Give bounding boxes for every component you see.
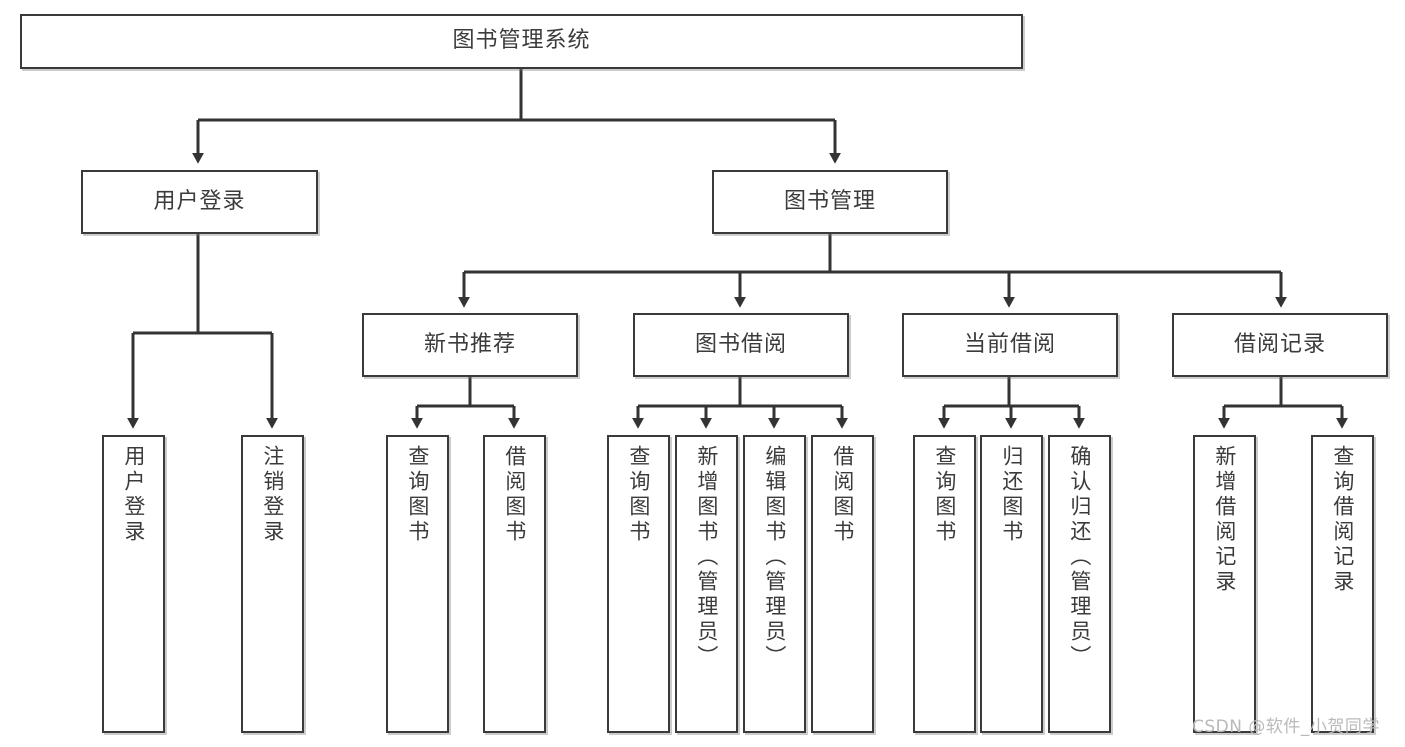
node-new-book-recommend-label: 新书推荐	[423, 331, 516, 357]
leaf-logout[interactable]: 注销登录	[241, 435, 304, 733]
leaf-edit-book-admin[interactable]: 编辑图书（管理员）	[743, 435, 806, 733]
leaf-add-book-admin[interactable]: 新增图书（管理员）	[675, 435, 738, 733]
leaf-edit-book-admin-label: 编辑图书（管理员）	[762, 445, 787, 670]
leaf-borrow-book-recommend-label: 借阅图书	[502, 445, 527, 545]
node-book-borrow[interactable]: 图书借阅	[633, 313, 849, 377]
leaf-return-book[interactable]: 归还图书	[980, 435, 1043, 733]
node-root[interactable]: 图书管理系统	[20, 14, 1023, 69]
leaf-user-login[interactable]: 用户登录	[102, 435, 165, 733]
node-user-login[interactable]: 用户登录	[81, 170, 318, 234]
leaf-query-book-recommend[interactable]: 查询图书	[386, 435, 449, 733]
node-new-book-recommend[interactable]: 新书推荐	[362, 313, 578, 377]
node-current-borrow[interactable]: 当前借阅	[902, 313, 1118, 377]
node-borrow-record-label: 借阅记录	[1233, 331, 1326, 357]
leaf-add-book-admin-label: 新增图书（管理员）	[694, 445, 719, 670]
node-book-management[interactable]: 图书管理	[712, 170, 948, 234]
leaf-confirm-return-admin-label: 确认归还（管理员）	[1067, 445, 1092, 670]
leaf-logout-label: 注销登录	[260, 445, 285, 545]
node-book-management-label: 图书管理	[783, 188, 876, 214]
leaf-add-borrow-record[interactable]: 新增借阅记录	[1193, 435, 1256, 733]
csdn-watermark: CSDN @软件_小贺同学	[1192, 717, 1380, 737]
leaf-query-borrow-record[interactable]: 查询借阅记录	[1311, 435, 1374, 733]
leaf-borrow-book[interactable]: 借阅图书	[811, 435, 874, 733]
leaf-query-book-recommend-label: 查询图书	[405, 445, 430, 545]
node-borrow-record[interactable]: 借阅记录	[1172, 313, 1388, 377]
leaf-return-book-label: 归还图书	[999, 445, 1024, 545]
leaf-query-book-current-label: 查询图书	[932, 445, 957, 545]
leaf-confirm-return-admin[interactable]: 确认归还（管理员）	[1048, 435, 1111, 733]
leaf-query-borrow-record-label: 查询借阅记录	[1330, 445, 1355, 595]
leaf-query-book-current[interactable]: 查询图书	[913, 435, 976, 733]
leaf-borrow-book-recommend[interactable]: 借阅图书	[483, 435, 546, 733]
leaf-borrow-book-label: 借阅图书	[830, 445, 855, 545]
node-book-borrow-label: 图书借阅	[694, 331, 787, 357]
leaf-query-book-borrow-label: 查询图书	[626, 445, 651, 545]
leaf-query-book-borrow[interactable]: 查询图书	[607, 435, 670, 733]
node-user-login-label: 用户登录	[153, 188, 246, 214]
node-current-borrow-label: 当前借阅	[963, 331, 1056, 357]
leaf-add-borrow-record-label: 新增借阅记录	[1212, 445, 1237, 595]
leaf-user-login-label: 用户登录	[121, 445, 146, 545]
node-root-label: 图书管理系统	[452, 28, 591, 54]
